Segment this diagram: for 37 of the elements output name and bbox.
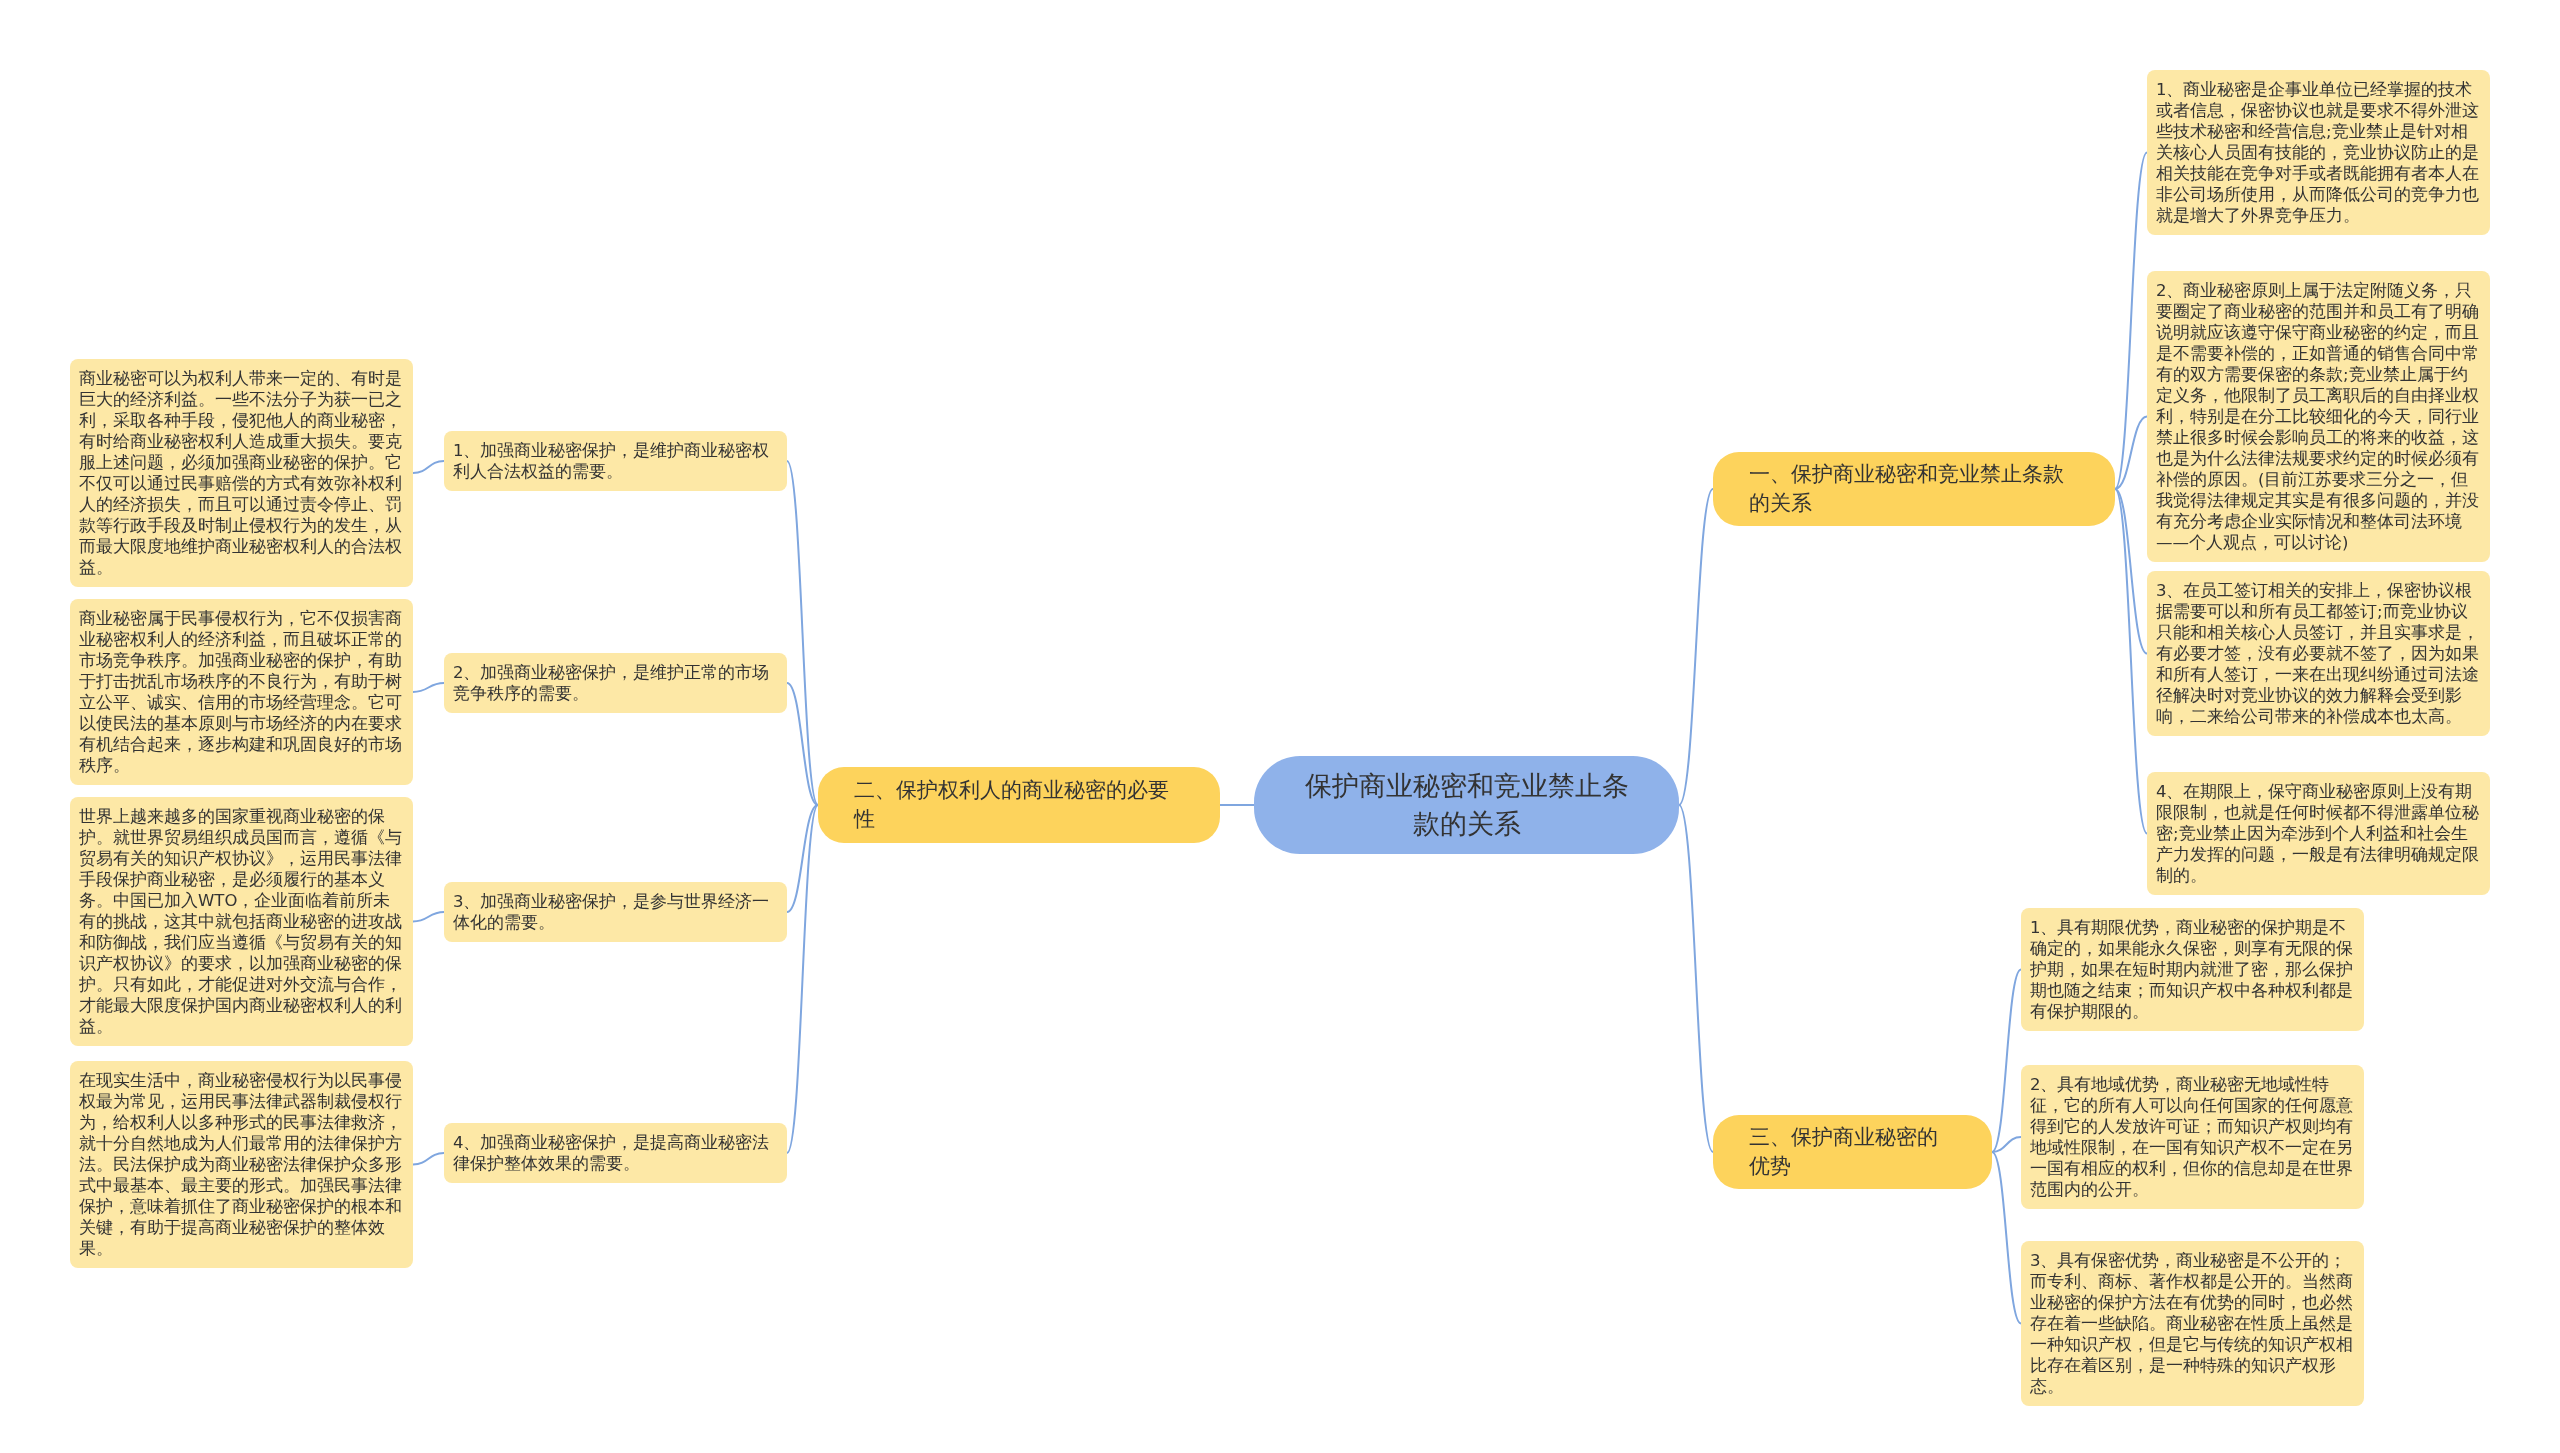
connector-line (412, 682, 445, 693)
subtopic-box: 2、加强商业秘密保护，是维护正常的市场竞争秩序的需要。 (444, 653, 787, 713)
connector-line (2114, 488, 2148, 655)
connector-line (786, 804, 819, 1154)
connector-line (412, 460, 445, 474)
topic-box: 三、保护商业秘密的优势 (1713, 1115, 1992, 1189)
connector-line (786, 804, 819, 913)
subtopic-box: 1、加强商业秘密保护，是维护商业秘密权利人合法权益的需要。 (444, 431, 787, 491)
connector-line (1678, 804, 1714, 1153)
note-box: 3、在员工签订相关的安排上，保密协议根据需要可以和所有员工都签订;而竞业协议只能和相关核心人员签订，并且实事求是，有必要才签，没有必要就不签了，因为如果和所有人签订，一来在出现纠纷通过司法途径解决时对竞业协议的效力解释会受到影响，二来给公司带来的补偿成本也太高。 (2147, 571, 2490, 736)
connector-line (2114, 488, 2148, 835)
connector-line (1991, 1151, 2022, 1325)
subtopic-box: 4、加强商业秘密保护，是提高商业秘密法律保护整体效果的需要。 (444, 1123, 787, 1183)
note-box: 在现实生活中，商业秘密侵权行为以民事侵权最为常见，运用民事法律武器制裁侵权行为，给权利人以多种形式的民事法律救济，就十分自然地成为人们最常用的法律保护方法。民法保护成为商业秘密法律保护众多形式中最基本、最主要的形式。加强民事法律保护，意味着抓住了商业秘密保护的根本和关键，有助于提高商业秘密保护的整体效果。 (70, 1061, 413, 1268)
connector-line (786, 682, 819, 806)
connector-line (2114, 415, 2148, 490)
connector-line (1991, 968, 2022, 1153)
connector-line (1219, 804, 1255, 806)
note-box: 世界上越来越多的国家重视商业秘密的保护。就世界贸易组织成员国而言，遵循《与贸易有关的知识产权协议》，运用民事法律手段保护商业秘密，是必须履行的基本义务。中国已加入WTO，企业面临着前所未有的挑战，这其中就包括商业秘密的进攻战和防御战，我们应当遵循《与贸易有关的知识产权协议》的要求，以加强商业秘密的保护。只有如此，才能促进对外交流与合作，才能最大限度保护国内商业秘密权利人的利益。 (70, 797, 413, 1046)
note-box: 1、具有期限优势，商业秘密的保护期是不确定的，如果能永久保密，则享有无限的保护期，如果在短时期内就泄了密，那么保护期也随之结束；而知识产权中各种权利都是有保护期限的。 (2021, 908, 2364, 1031)
note-box: 4、在期限上，保守商业秘密原则上没有期限限制，也就是任何时候都不得泄露单位秘密;竞业禁止因为牵涉到个人利益和社会生产力发挥的问题，一般是有法律明确规定限制的。 (2147, 772, 2490, 895)
connector-line (786, 460, 819, 806)
connector-line (412, 911, 445, 923)
note-box: 1、商业秘密是企事业单位已经掌握的技术或者信息，保密协议也就是要求不得外泄这些技术秘密和经营信息;竞业禁止是针对相关核心人员固有技能的，竞业协议防止的是相关技能在竞争对手或者既能拥有者本人在非公司场所使用，从而降低公司的竞争力也就是增大了外界竞争压力。 (2147, 70, 2490, 235)
note-box: 3、具有保密优势，商业秘密是不公开的；而专利、商标、著作权都是公开的。当然商业秘密的保护方法在有优势的同时，也必然存在着一些缺陷。商业秘密在性质上虽然是一种知识产权，但是它与传统的知识产权相比存在着区别，是一种特殊的知识产权形态。 (2021, 1241, 2364, 1406)
note-box: 商业秘密属于民事侵权行为，它不仅损害商业秘密权利人的经济利益，而且破坏正常的市场竞争秩序。加强商业秘密的保护，有助于打击扰乱市场秩序的不良行为，有助于树立公平、诚实、信用的市场经营理念。它可以使民法的基本原则与市场经济的内在要求有机结合起来，逐步构建和巩固良好的市场秩序。 (70, 599, 413, 785)
note-box: 商业秘密可以为权利人带来一定的、有时是巨大的经济利益。一些不法分子为获一已之利，采取各种手段，侵犯他人的商业秘密，有时给商业秘密权利人造成重大损失。要克服上述问题，必须加强商业秘密的保护。它不仅可以通过民事赔偿的方式有效弥补权利人的经济损失，而且可以通过责令停止、罚款等行政手段及时制止侵权行为的发生，从而最大限度地维护商业秘密权利人的合法权益。 (70, 359, 413, 587)
note-box: 2、商业秘密原则上属于法定附随义务，只要圈定了商业秘密的范围并和员工有了明确说明就应该遵守保守商业秘密的约定，而且是不需要补偿的，正如普通的销售合同中常有的双方需要保密的条款;竞业禁止属于约定义务，他限制了员工离职后的自由择业权利，特别是在分工比较细化的今天，同行业禁止很多时候会影响员工的将来的收益，这也是为什么法律法规要求约定的时候必须有补偿的原因。(目前江苏要求三分之一，但我觉得法律规定其实是有很多问题的，并没有充分考虑企业实际情况和整体司法环境——个人观点，可以讨论) (2147, 271, 2490, 562)
connector-line (412, 1152, 445, 1166)
topic-box: 二、保护权利人的商业秘密的必要性 (818, 767, 1220, 843)
note-box: 2、具有地域优势，商业秘密无地域性特征，它的所有人可以向任何国家的任何愿意得到它的人发放许可证；而知识产权则均有地域性限制，在一国有知识产权不一定在另一国有相应的权利，但你的信息却是在世界范围内的公开。 (2021, 1065, 2364, 1209)
central-topic: 保护商业秘密和竞业禁止条款的关系 (1254, 756, 1679, 854)
topic-box: 一、保护商业秘密和竞业禁止条款的关系 (1713, 452, 2115, 526)
subtopic-box: 3、加强商业秘密保护，是参与世界经济一体化的需要。 (444, 882, 787, 942)
connector-line (1678, 488, 1714, 806)
connector-line (2114, 151, 2148, 490)
connector-line (1991, 1136, 2022, 1153)
